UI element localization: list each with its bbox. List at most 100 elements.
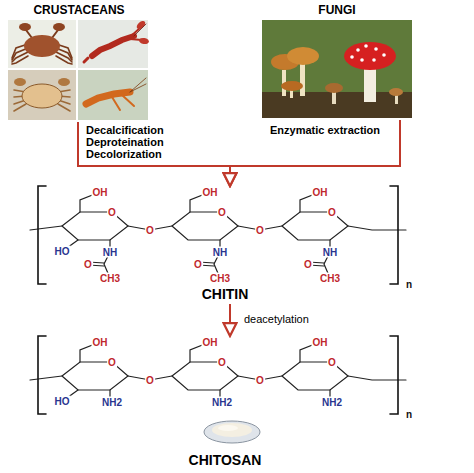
crab-claw bbox=[14, 78, 26, 86]
lobster-leg bbox=[122, 95, 134, 106]
amanita-cap bbox=[344, 42, 396, 70]
crab-claw bbox=[58, 78, 70, 86]
chemical-bond bbox=[62, 212, 128, 240]
atom-label: NH bbox=[212, 247, 228, 258]
polymer-bracket bbox=[390, 186, 398, 284]
crab-leg bbox=[56, 56, 72, 64]
polymer-bracket bbox=[390, 336, 398, 414]
node-heading: FUNGI bbox=[318, 4, 355, 18]
atom-label: O bbox=[145, 225, 155, 236]
crayfish-claw bbox=[139, 37, 150, 45]
chemical-bond bbox=[30, 376, 62, 380]
lobster-antenna bbox=[130, 84, 146, 92]
atom-label: CH3 bbox=[209, 273, 231, 284]
atom-label: HO bbox=[54, 246, 71, 257]
process-step: Enzymatic extraction bbox=[270, 124, 380, 136]
atom-label: O bbox=[327, 357, 337, 368]
lobster-leg bbox=[112, 97, 120, 110]
atom-label: OH bbox=[312, 187, 329, 198]
atom-label: O bbox=[193, 259, 203, 270]
atom-label: CH3 bbox=[99, 273, 121, 284]
crayfish-tail bbox=[84, 58, 88, 62]
source-panel: FUNGI bbox=[258, 2, 416, 120]
chitosan-powder bbox=[212, 423, 252, 437]
crab-arm bbox=[26, 30, 32, 38]
amanita-spot bbox=[350, 55, 354, 59]
atom-label: O bbox=[303, 259, 313, 270]
lobster-body bbox=[86, 92, 130, 104]
crab-underside bbox=[22, 84, 62, 108]
photo-ground bbox=[78, 20, 148, 68]
atom-label: O bbox=[327, 207, 337, 218]
crab-claw bbox=[53, 23, 65, 31]
amanita-spot bbox=[372, 58, 376, 62]
atom-label: O bbox=[107, 207, 117, 218]
mushroom-cap bbox=[287, 47, 319, 65]
crab-arm bbox=[52, 30, 58, 38]
mushroom-stem bbox=[300, 62, 305, 96]
atom-label: HO bbox=[54, 396, 71, 407]
atom-label: O bbox=[255, 225, 265, 236]
crab-leg bbox=[58, 104, 70, 111]
atom-label: CH3 bbox=[319, 273, 341, 284]
crayfish-body bbox=[92, 36, 134, 56]
atom-label: NH bbox=[102, 247, 118, 258]
crab-leg bbox=[12, 56, 28, 64]
atom-label: n bbox=[405, 409, 413, 420]
atom-label: O bbox=[145, 375, 155, 386]
atom-label: OH bbox=[92, 187, 109, 198]
amanita-spot bbox=[356, 48, 360, 52]
amanita-spot bbox=[364, 44, 368, 48]
amanita-spot bbox=[374, 47, 378, 51]
mushroom-cap bbox=[389, 88, 403, 96]
atom-label: NH2 bbox=[321, 397, 343, 408]
petri-dish bbox=[204, 421, 260, 443]
atom-label: O bbox=[217, 207, 227, 218]
process-arrow bbox=[78, 122, 230, 186]
atom-label: OH bbox=[312, 337, 329, 348]
chitosan-powder bbox=[218, 425, 238, 431]
crayfish-arm bbox=[130, 28, 140, 37]
polymer-bracket bbox=[38, 186, 46, 284]
atom-label: n bbox=[405, 279, 413, 290]
structure-panel: CHITIN bbox=[30, 186, 420, 304]
node-heading: CHITIN bbox=[202, 286, 249, 302]
crab-claw bbox=[19, 23, 31, 31]
chemical-bond bbox=[282, 212, 348, 240]
atom-label: OH bbox=[92, 337, 109, 348]
process-arrow bbox=[229, 304, 231, 336]
crayfish-antenna bbox=[134, 24, 146, 36]
chemical-bond bbox=[282, 362, 348, 390]
chemical-bond bbox=[172, 362, 238, 390]
photo-ground bbox=[78, 70, 148, 120]
mushroom-cap bbox=[281, 81, 303, 91]
atom-label: OH bbox=[202, 187, 219, 198]
amanita-spot bbox=[382, 53, 386, 57]
polymer-bracket bbox=[38, 336, 46, 414]
mushroom-cap bbox=[325, 83, 343, 93]
atom-label: O bbox=[83, 259, 93, 270]
atom-label: NH2 bbox=[211, 397, 233, 408]
atom-label: NH bbox=[322, 247, 338, 258]
crab-body bbox=[24, 35, 60, 57]
atom-label: O bbox=[255, 375, 265, 386]
node-heading: CHITOSAN bbox=[189, 452, 262, 468]
photo-ground bbox=[8, 20, 76, 68]
process-step: deacetylation bbox=[244, 313, 309, 325]
lobster-antenna bbox=[130, 78, 146, 92]
chemical-bond bbox=[30, 226, 62, 230]
amanita-spot bbox=[360, 58, 364, 62]
atom-label: O bbox=[107, 357, 117, 368]
chemical-bond bbox=[62, 362, 128, 390]
atom-label: O bbox=[217, 357, 227, 368]
process-step: Decalcification Deproteination Decoloriz… bbox=[86, 124, 190, 160]
source-panel: CRUSTACEANS bbox=[6, 2, 152, 122]
chemical-bond bbox=[172, 212, 238, 240]
crab-leg bbox=[14, 104, 26, 111]
photo-ground bbox=[8, 70, 76, 120]
node-heading: CRUSTACEANS bbox=[33, 4, 124, 18]
process-arrow bbox=[230, 120, 400, 186]
